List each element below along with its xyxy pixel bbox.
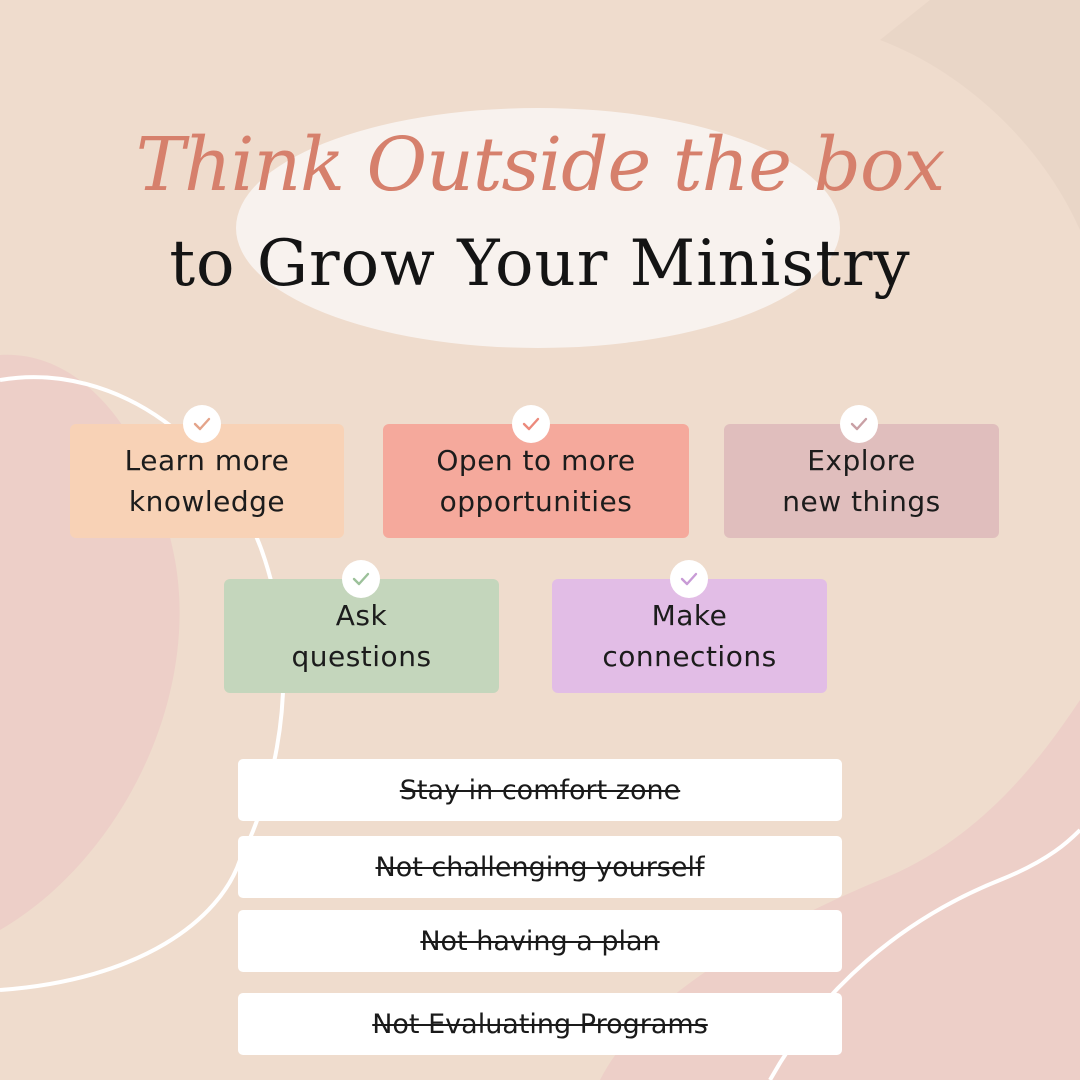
benefit-text: Explore new things bbox=[782, 444, 941, 518]
benefit-text: Open to more opportunities bbox=[436, 444, 636, 518]
title-ellipse bbox=[236, 108, 840, 348]
check-icon bbox=[670, 560, 708, 598]
benefit-card-explore: Explore new things bbox=[724, 424, 999, 538]
left-curve-line bbox=[0, 375, 286, 992]
avoid-item: Not having a plan bbox=[238, 910, 842, 972]
script-title: Think Outside the box bbox=[135, 122, 945, 208]
avoid-item: Not Evaluating Programs bbox=[238, 993, 842, 1055]
check-icon bbox=[342, 560, 380, 598]
check-icon bbox=[183, 405, 221, 443]
benefit-card-connections: Make connections bbox=[552, 579, 827, 693]
avoid-text: Not having a plan bbox=[420, 925, 660, 957]
benefit-text: Ask questions bbox=[291, 599, 432, 673]
check-icon bbox=[840, 405, 878, 443]
benefit-card-learn: Learn more knowledge bbox=[70, 424, 344, 538]
avoid-text: Not challenging yourself bbox=[375, 851, 705, 883]
check-icon bbox=[512, 405, 550, 443]
benefit-card-ask: Ask questions bbox=[224, 579, 499, 693]
leaf-shadow bbox=[880, 0, 1080, 230]
avoid-text: Stay in comfort zone bbox=[399, 774, 681, 806]
benefit-text: Learn more knowledge bbox=[124, 444, 290, 518]
avoid-text: Not Evaluating Programs bbox=[372, 1008, 708, 1040]
avoid-item: Stay in comfort zone bbox=[238, 759, 842, 821]
avoid-item: Not challenging yourself bbox=[238, 836, 842, 898]
benefit-text: Make connections bbox=[602, 599, 777, 673]
main-title: to Grow Your Ministry bbox=[169, 227, 911, 301]
right-blob bbox=[600, 700, 1080, 1080]
benefit-card-opportunities: Open to more opportunities bbox=[383, 424, 689, 538]
